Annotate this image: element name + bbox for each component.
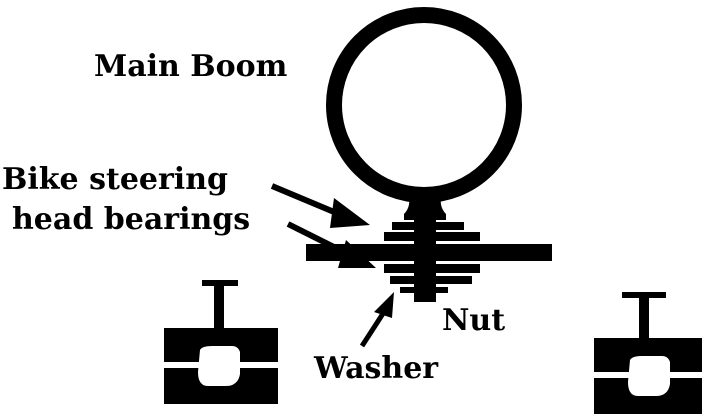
washer-plate — [400, 287, 448, 293]
main-boom-ring — [326, 7, 522, 203]
right-clamp-block — [594, 292, 702, 414]
label-washer: Washer — [313, 351, 439, 386]
crossbar — [306, 244, 552, 261]
label-bike-steering: Bike steering — [2, 162, 228, 197]
arrow-bike-steering — [270, 183, 370, 228]
label-nut: Nut — [442, 303, 505, 338]
nut-block — [414, 294, 436, 302]
label-head-bearings: head bearings — [12, 202, 250, 237]
lower-bearing-plate-1 — [384, 264, 480, 273]
boom-neck — [404, 192, 446, 214]
lower-bearing-plate-2 — [390, 276, 472, 284]
arrow-washer — [359, 292, 394, 348]
label-main-boom: Main Boom — [94, 49, 288, 84]
arrow-head-bearings — [286, 221, 376, 268]
left-clamp-block — [164, 280, 278, 404]
